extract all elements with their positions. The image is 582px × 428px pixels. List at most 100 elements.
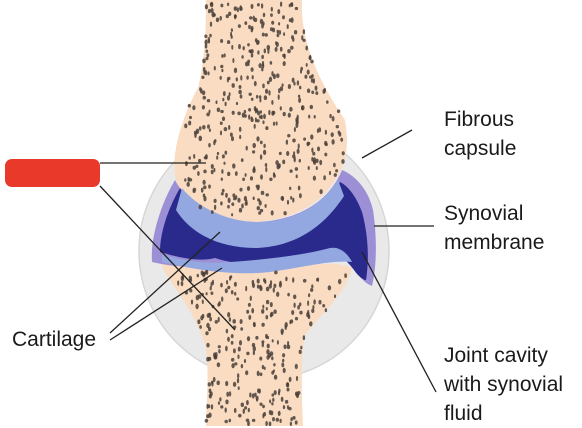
bone-pore bbox=[209, 286, 212, 291]
bone-pore bbox=[229, 391, 232, 397]
bone-pore bbox=[338, 278, 342, 285]
bone-pore bbox=[223, 53, 226, 58]
bone-pore bbox=[207, 71, 210, 76]
bone-pore bbox=[297, 305, 300, 310]
bone-pore bbox=[248, 92, 252, 96]
bone-pore bbox=[212, 13, 216, 17]
bone-pore bbox=[293, 151, 296, 156]
bone-pore bbox=[284, 324, 287, 330]
bone-pore bbox=[280, 396, 284, 402]
bone-pore bbox=[311, 156, 314, 162]
bone-pore bbox=[251, 418, 256, 423]
bone-pore bbox=[312, 157, 317, 163]
bone-pore bbox=[294, 167, 299, 171]
bone-pore bbox=[264, 163, 268, 167]
bone-pore bbox=[231, 44, 234, 50]
bone-pore bbox=[278, 30, 282, 35]
bone-pore bbox=[270, 311, 274, 317]
bone-pore bbox=[204, 39, 208, 45]
bone-pore bbox=[258, 63, 262, 69]
bone-pore bbox=[335, 125, 339, 129]
bone-pore bbox=[324, 129, 328, 135]
bone-pore bbox=[239, 187, 243, 192]
bone-pore bbox=[302, 29, 306, 35]
bone-pore bbox=[238, 207, 243, 213]
bone-pore bbox=[269, 399, 272, 404]
bone-pore bbox=[272, 121, 276, 126]
bone-pore bbox=[224, 101, 227, 107]
bone-pore bbox=[211, 381, 214, 387]
bone-pore bbox=[292, 416, 296, 420]
bone-pore bbox=[223, 161, 226, 165]
bone-pore bbox=[276, 29, 280, 34]
bone-pore bbox=[272, 287, 275, 293]
bone-pore bbox=[295, 375, 299, 382]
bone-pore bbox=[217, 401, 221, 405]
bone-pore bbox=[306, 69, 310, 75]
bone-pore bbox=[250, 53, 254, 58]
bone-pore bbox=[294, 316, 299, 321]
bone-pore bbox=[283, 344, 287, 350]
bone-pore bbox=[310, 78, 314, 83]
bone-pore bbox=[240, 75, 243, 81]
bone-pore bbox=[232, 163, 236, 169]
bone-pore bbox=[177, 280, 180, 286]
bone-pore bbox=[282, 159, 286, 165]
bone-pore bbox=[234, 291, 237, 296]
bone-pore bbox=[237, 386, 240, 390]
bone-pore bbox=[250, 3, 254, 9]
bone-pore bbox=[224, 419, 228, 424]
bone-pore bbox=[220, 3, 224, 8]
bone-pore bbox=[306, 141, 310, 147]
bone-pore bbox=[199, 325, 202, 329]
bone-pore bbox=[230, 334, 234, 339]
bone-pore bbox=[270, 13, 273, 17]
bone-pore bbox=[193, 154, 196, 159]
bone-pore bbox=[302, 38, 306, 43]
bone-pore bbox=[256, 284, 260, 289]
bone-pore bbox=[266, 80, 270, 85]
bone-pore bbox=[275, 121, 278, 126]
bone-pore bbox=[282, 53, 286, 58]
bone-pore bbox=[237, 373, 240, 379]
bone-pore bbox=[252, 196, 255, 201]
bone-pore bbox=[243, 109, 247, 114]
bone-pore bbox=[265, 166, 268, 173]
bone-pore bbox=[293, 302, 296, 308]
bone-pore bbox=[331, 139, 335, 145]
bone-pore bbox=[219, 397, 222, 402]
bone-pore bbox=[245, 61, 249, 67]
bone-pore bbox=[233, 6, 238, 11]
bone-pore bbox=[188, 120, 192, 126]
bone-pore bbox=[233, 408, 237, 413]
bone-pore bbox=[311, 284, 314, 289]
bone-pore bbox=[296, 148, 300, 154]
bone-pore bbox=[259, 208, 264, 213]
bone-pore bbox=[201, 299, 204, 304]
bone-pore bbox=[295, 122, 299, 129]
bone-pore bbox=[248, 108, 252, 112]
bone-pore bbox=[202, 179, 206, 185]
bone-pore bbox=[275, 41, 278, 45]
bone-pore bbox=[245, 285, 248, 292]
bone-pore bbox=[275, 417, 279, 422]
fibrous-capsule-label: Fibrous capsule bbox=[444, 108, 517, 160]
bone-pore bbox=[285, 139, 289, 145]
joint-cavity-pointer bbox=[361, 251, 437, 393]
bone-pore bbox=[221, 296, 224, 302]
bone-pore bbox=[308, 114, 311, 119]
bone-pore bbox=[271, 339, 274, 343]
bone-pore bbox=[324, 152, 328, 157]
bone-pore bbox=[282, 61, 286, 67]
bone-pore bbox=[243, 359, 247, 363]
bone-pore bbox=[282, 405, 286, 410]
bone-pore bbox=[324, 308, 328, 313]
bone-pore bbox=[201, 90, 206, 96]
bone-pore bbox=[197, 319, 201, 325]
bone-pore bbox=[286, 151, 290, 156]
bone-pore bbox=[290, 196, 293, 200]
bone-pore bbox=[260, 3, 264, 9]
bone-pore bbox=[197, 171, 200, 176]
bone-pore bbox=[213, 65, 216, 71]
bone-pore bbox=[269, 351, 274, 357]
